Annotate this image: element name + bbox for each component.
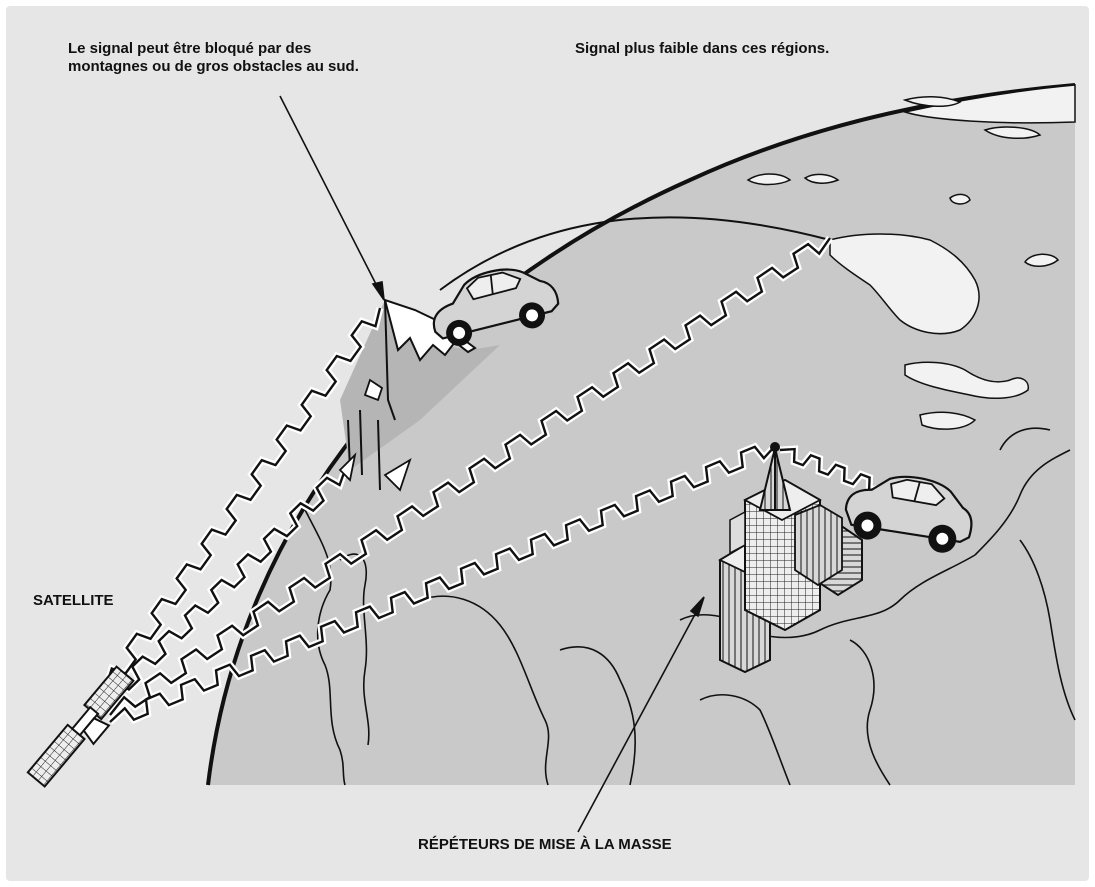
- repeaters-label: RÉPÉTEURS DE MISE À LA MASSE: [418, 836, 672, 854]
- mountain-blocking-note: Le signal peut être bloqué par des monta…: [68, 40, 359, 76]
- satellite-icon: [28, 667, 141, 793]
- mountain-blocking-note-line2: montagnes ou de gros obstacles au sud.: [68, 58, 359, 76]
- mountain-blocking-note-line1: Le signal peut être bloqué par des: [68, 40, 359, 58]
- globe: [208, 85, 1075, 785]
- weak-signal-note: Signal plus faible dans ces régions.: [575, 40, 829, 58]
- satellite-label: SATELLITE: [33, 592, 114, 610]
